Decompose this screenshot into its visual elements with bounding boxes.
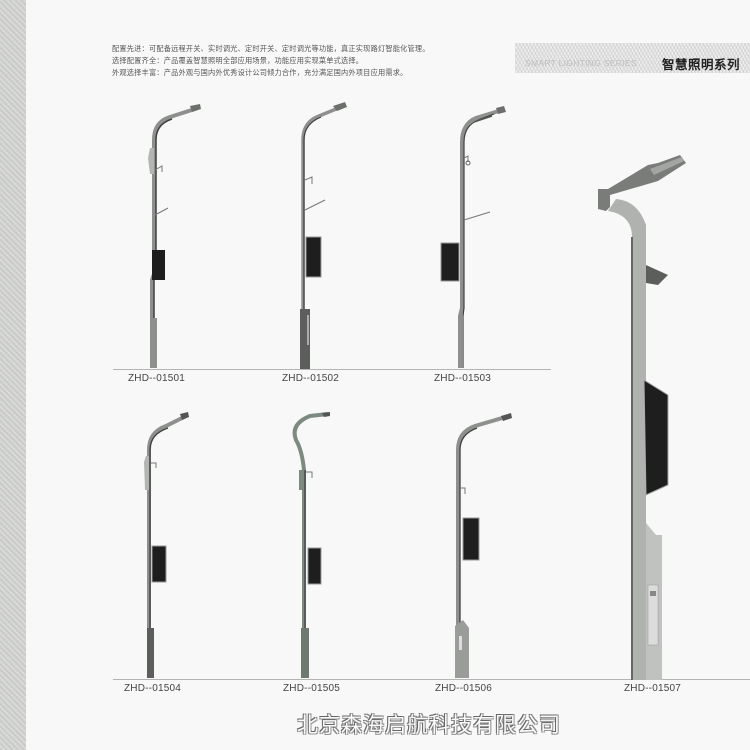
model-label: ZHD--01507	[624, 683, 682, 694]
product-image-01502	[300, 102, 347, 369]
intro-line: 外观选择丰富：产品外观与国内外优秀设计公司倾力合作，充分满足国内外项目应用需求。	[112, 68, 408, 77]
row2-baseline	[113, 679, 750, 680]
model-label: ZHD--01502	[282, 373, 340, 384]
series-chinese-title: 智慧照明系列	[662, 57, 741, 72]
product-image-01503	[440, 106, 506, 368]
product-image-01505	[292, 412, 330, 678]
product-image-01501	[148, 104, 201, 368]
series-header-band	[515, 43, 750, 73]
series-english-title: SMART LIGHTING SERIES	[525, 58, 637, 68]
model-label: ZHD--01506	[435, 683, 493, 694]
product-image-01506	[455, 413, 512, 678]
row1-baseline	[113, 369, 551, 370]
product-image-01504	[144, 412, 189, 678]
intro-line: 选择配置齐全：产品覆盖智慧照明全部应用场景，功能应用实现菜单式选择。	[112, 56, 364, 65]
model-label: ZHD--01504	[124, 683, 182, 694]
model-label: ZHD--01505	[283, 683, 341, 694]
model-label: ZHD--01501	[128, 373, 186, 384]
left-edge-texture	[0, 0, 26, 750]
intro-line: 配置先进：可配备远程开关、实时调光、定时开关、定时调光等功能，真正实现路灯智能化…	[112, 44, 430, 53]
model-label: ZHD--01503	[434, 373, 492, 384]
product-image-01507	[598, 155, 686, 680]
intro-text: 配置先进：可配备远程开关、实时调光、定时开关、定时调光等功能，真正实现路灯智能化…	[112, 43, 512, 79]
company-name-watermark: 北京森海启航科技有限公司	[297, 713, 561, 737]
